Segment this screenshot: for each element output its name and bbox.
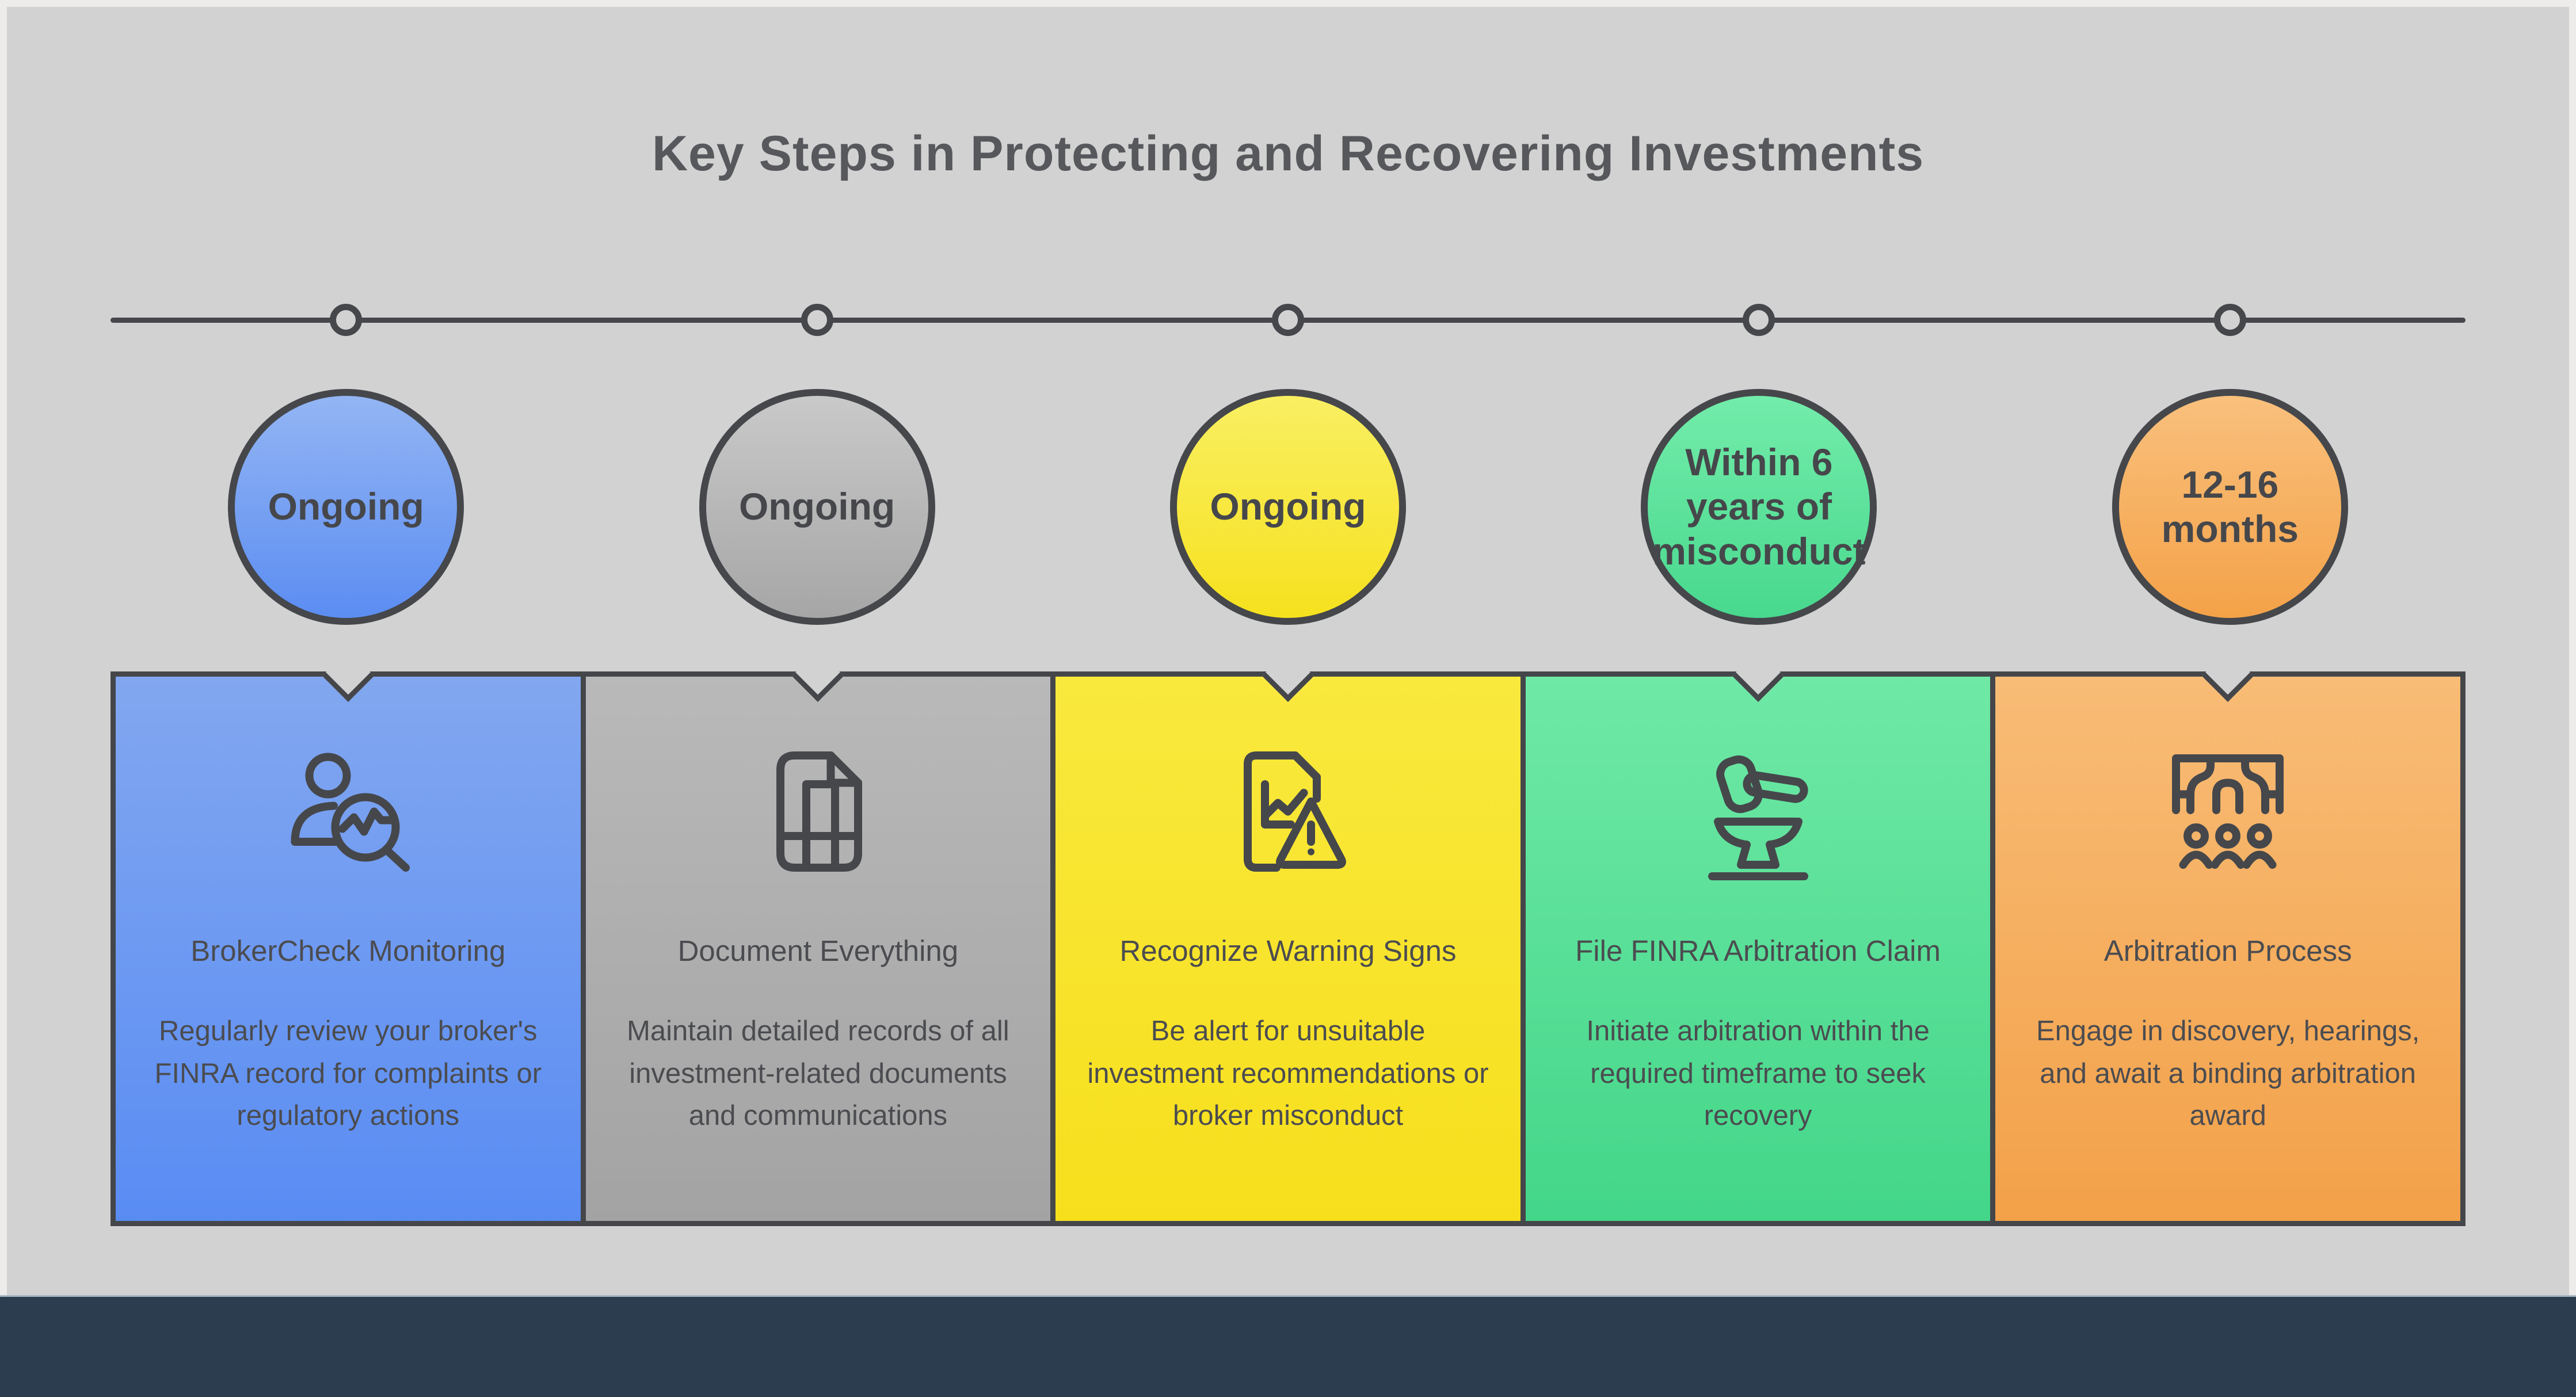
card-heading: Arbitration Process — [2104, 934, 2352, 967]
card-description: Be alert for unsuitable investment recom… — [1087, 1016, 1489, 1132]
document-grid-icon — [746, 741, 890, 885]
chart-warning-icon — [1216, 741, 1360, 885]
step-circle-label: Ongoing — [738, 485, 895, 528]
card-heading: File FINRA Arbitration Claim — [1575, 934, 1941, 967]
timeline-dot — [801, 304, 833, 336]
timeline-dot — [2213, 304, 2246, 336]
gavel-anvil-icon — [1686, 741, 1830, 885]
card-description: Maintain detailed records of all investm… — [627, 1016, 1009, 1132]
card-description: Engage in discovery, hearings, and await… — [2036, 1016, 2420, 1132]
card-description: Initiate arbitration within the required… — [1586, 1016, 1930, 1132]
step-card-3: Recognize Warning Signs Be alert for uns… — [1050, 650, 1526, 1226]
card-heading: Document Everything — [677, 934, 959, 967]
timeline-dot — [330, 304, 363, 336]
card-description: Regularly review your broker's FINRA rec… — [154, 1016, 542, 1132]
step-card-5: Arbitration Process Engage in discovery,… — [1990, 650, 2466, 1226]
card-heading: Recognize Warning Signs — [1119, 934, 1457, 967]
step-circle-1: Ongoing — [228, 389, 464, 625]
timeline-dots — [110, 304, 2466, 336]
page-title: Key Steps in Protecting and Recovering I… — [651, 126, 1925, 181]
step-circle-2: Ongoing — [699, 389, 935, 625]
card-heading: BrokerCheck Monitoring — [190, 934, 506, 967]
step-circle-3: Ongoing — [1170, 389, 1407, 625]
step-circle-label: 12-16 months — [2161, 463, 2299, 550]
hearing-panel-icon — [2156, 741, 2300, 885]
step-card-4: File FINRA Arbitration Claim Initiate ar… — [1520, 650, 1996, 1226]
step-circle-label: Ongoing — [1210, 485, 1366, 528]
step-card-1: BrokerCheck Monitoring Regularly review … — [110, 650, 586, 1226]
step-cards: BrokerCheck Monitoring Regularly review … — [110, 650, 2466, 1226]
step-card-2: Document Everything Maintain detailed re… — [580, 650, 1056, 1226]
timeline-dot — [1272, 304, 1305, 336]
step-circle-4: Within 6 years of misconduct — [1641, 389, 1877, 625]
step-circle-label: Ongoing — [268, 485, 424, 528]
person-search-icon — [276, 741, 420, 885]
timeline-circles: Ongoing Ongoing Ongoing Within 6 years o… — [110, 389, 2466, 625]
footer-bar — [0, 1295, 2576, 1397]
step-circle-5: 12-16 months — [2112, 389, 2348, 625]
timeline-dot — [1743, 304, 1775, 336]
step-circle-label: Within 6 years of misconduct — [1652, 441, 1866, 572]
